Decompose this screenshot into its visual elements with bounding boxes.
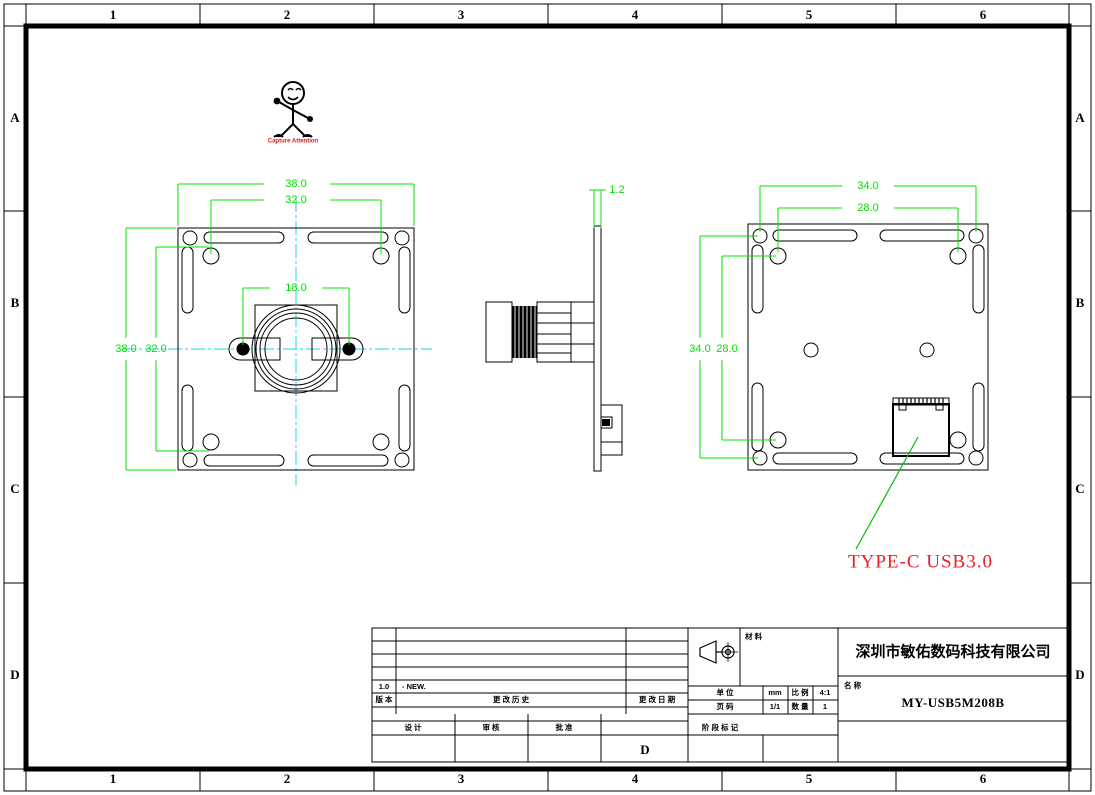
- back-view-dimensions: [699, 185, 977, 459]
- zone-number-bottom-4: 4: [632, 771, 639, 786]
- header-change-date: 更 改 日 期: [639, 694, 676, 704]
- zone-number-bottom-6: 6: [980, 771, 987, 786]
- dim-front-top-outer: 38.0: [285, 178, 306, 190]
- header-version: 版 本: [374, 694, 393, 704]
- header-design: 设 计: [404, 722, 422, 732]
- zone-number-bottom-2: 2: [284, 771, 291, 786]
- dim-front-lens-width: 18.0: [285, 282, 306, 294]
- part-number: MY-USB5M208B: [901, 695, 1004, 710]
- projection-symbol-icon: [699, 640, 738, 664]
- unit-value: mm: [768, 688, 782, 697]
- zone-number-top-3: 3: [458, 7, 465, 22]
- page-value: 1/1: [770, 702, 780, 711]
- zone-number-bottom-1: 1: [110, 771, 117, 786]
- header-review: 审 核: [482, 722, 500, 732]
- header-name: 名 称: [844, 680, 862, 690]
- dim-back-left-inner: 28.0: [716, 343, 737, 355]
- zone-letter-left-d: D: [10, 667, 19, 682]
- header-stage-mark: 阶 段 标 记: [702, 722, 739, 732]
- zone-letter-left-b: B: [11, 295, 20, 310]
- connector-note-label: TYPE-C USB3.0: [848, 551, 993, 572]
- zone-letter-right-a: A: [1075, 110, 1085, 125]
- header-scale: 比 例: [791, 687, 809, 697]
- back-center-hole-right: [919, 342, 935, 358]
- revision-description-value: - NEW.: [402, 682, 426, 691]
- dim-front-left-inner: 32.0: [145, 343, 166, 355]
- logo-caption: Capture Attention: [268, 139, 319, 145]
- zone-letter-right-d: D: [1075, 667, 1084, 682]
- dim-back-top-outer: 34.0: [857, 180, 878, 192]
- quantity-value: 1: [823, 702, 827, 711]
- zone-number-top-5: 5: [806, 7, 813, 22]
- back-pcb-outline: [747, 223, 989, 471]
- stick-figure-icon: [273, 81, 313, 138]
- header-page: 页 码: [716, 702, 734, 711]
- header-quantity: 数 量: [791, 701, 809, 711]
- header-material: 材 料: [745, 631, 763, 641]
- dim-back-left-outer: 34.0: [689, 343, 710, 355]
- header-approve: 批 准: [555, 722, 573, 732]
- back-center-hole-left: [803, 342, 819, 358]
- zone-number-top-1: 1: [110, 7, 117, 22]
- zone-letter-right-b: B: [1076, 295, 1085, 310]
- zone-letter-left-c: C: [10, 481, 19, 496]
- zone-number-bottom-5: 5: [806, 771, 813, 786]
- lens-aperture-circle: [264, 317, 328, 381]
- dim-front-top-inner: 32.0: [285, 194, 306, 206]
- company-name: 深圳市敏佑数码科技有限公司: [855, 642, 1050, 660]
- front-pcb-outline: [177, 227, 415, 471]
- header-change-history: 更 改 历 史: [493, 694, 530, 704]
- stage-mark-value: D: [640, 742, 649, 757]
- zone-letter-right-c: C: [1075, 481, 1084, 496]
- usb-c-connector: [892, 397, 950, 457]
- connector-leader-line: [855, 436, 919, 550]
- revision-version-value: 1.0: [379, 682, 389, 691]
- side-view-dimensions: [589, 189, 606, 228]
- zone-number-bottom-3: 3: [458, 771, 465, 786]
- zone-number-top-2: 2: [284, 7, 291, 22]
- header-unit: 单 位: [716, 687, 734, 697]
- dim-side-thickness: 1.2: [609, 184, 624, 196]
- lens-outer-circle: [251, 304, 341, 394]
- zone-number-top-4: 4: [632, 7, 639, 22]
- dim-front-left-outer: 38.0: [115, 343, 136, 355]
- side-connector-body: [600, 404, 623, 456]
- zone-number-top-6: 6: [980, 7, 987, 22]
- dim-back-top-inner: 28.0: [857, 202, 878, 214]
- zone-letter-left-a: A: [10, 110, 20, 125]
- scale-value: 4:1: [820, 688, 831, 697]
- front-view-dimensions: [125, 183, 415, 471]
